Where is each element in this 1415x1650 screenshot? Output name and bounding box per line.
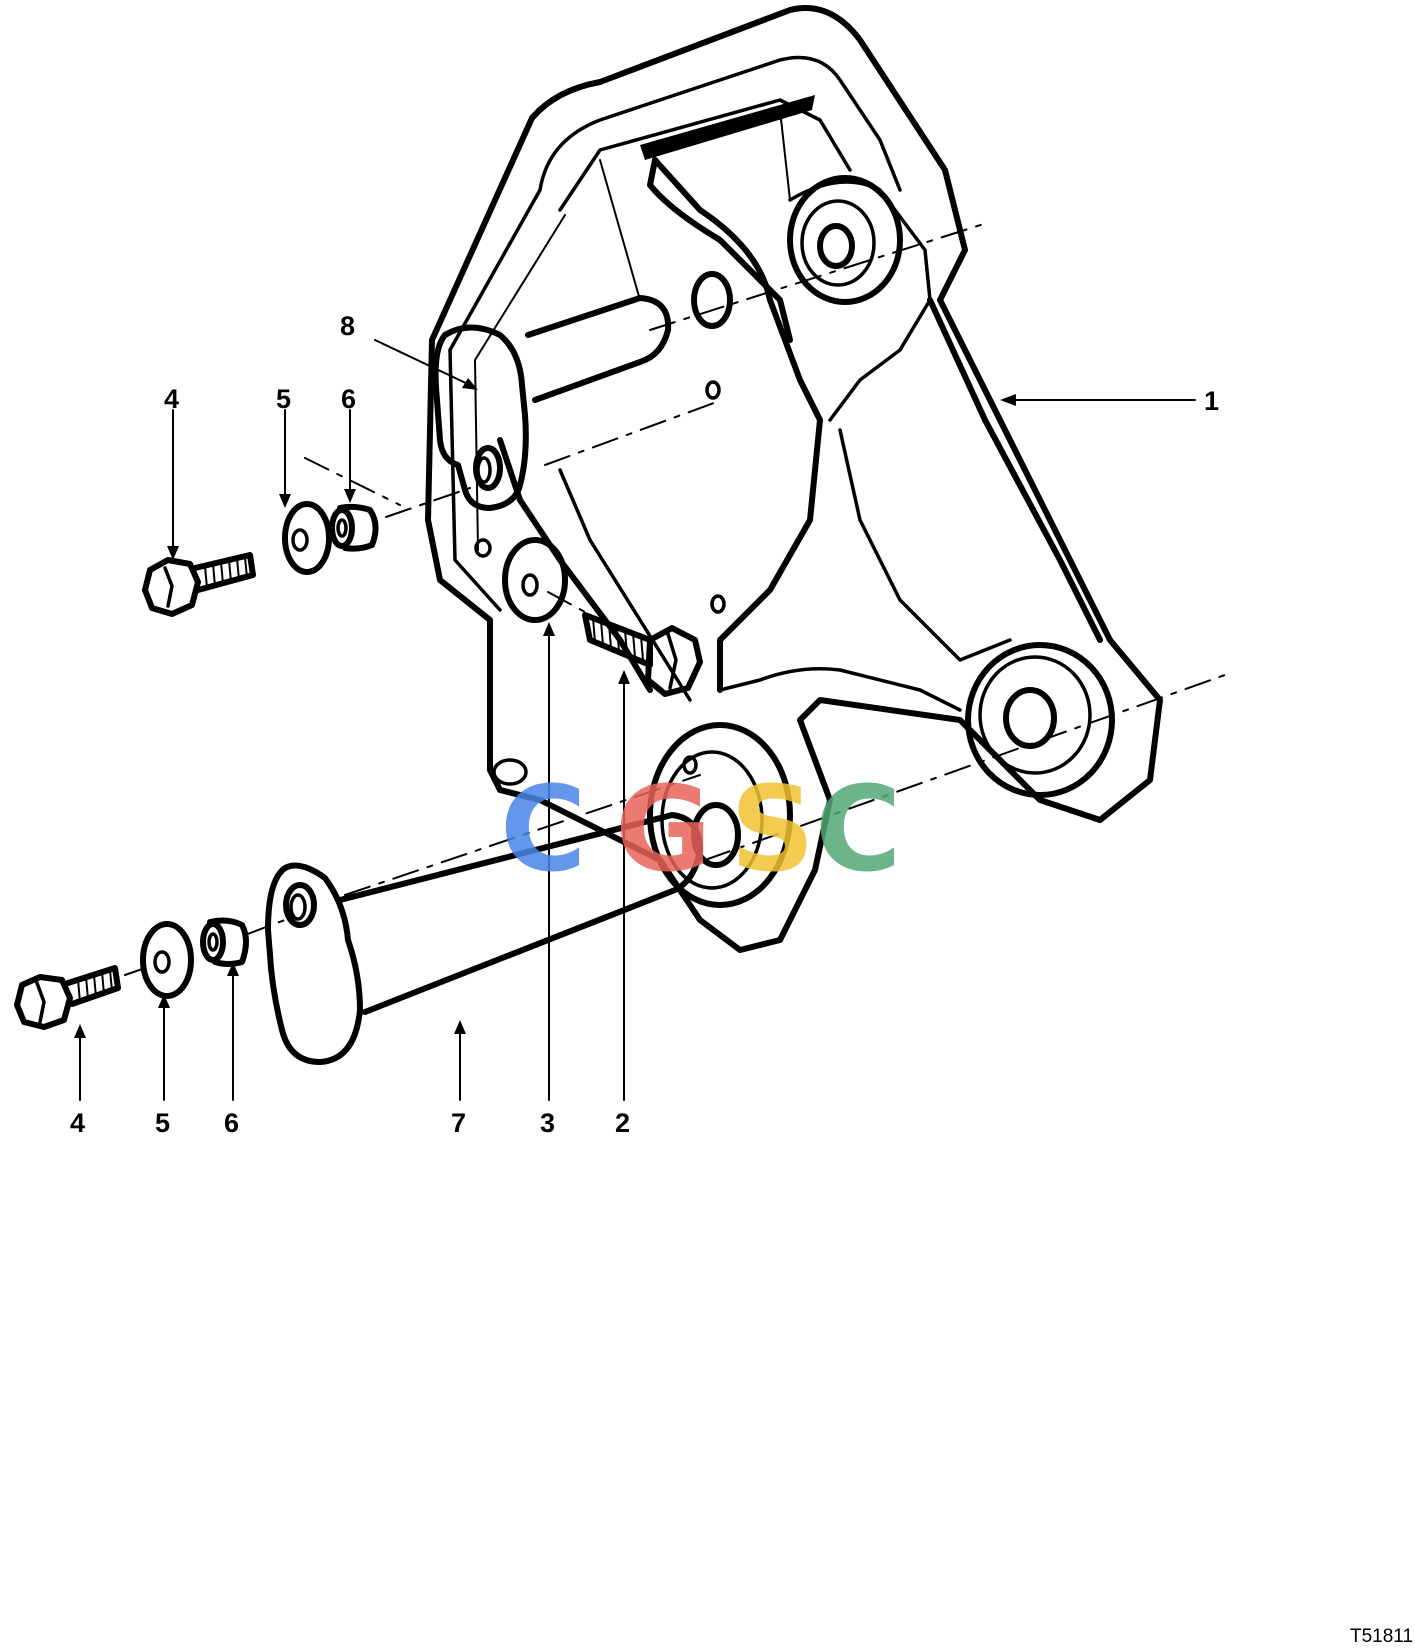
bolt-4-top-shank (192, 552, 256, 593)
bottom-hardware-set (14, 917, 249, 1030)
bolt-4-bottom-head (14, 974, 73, 1030)
callout-2: 2 (615, 1108, 630, 1138)
reference-code: T51811 (1350, 1626, 1413, 1647)
watermark-letter-1: C (500, 760, 587, 898)
bolt-4-top-head (142, 557, 201, 617)
callout-5-bottom: 5 (155, 1108, 170, 1138)
bracket-part-1 (425, 5, 1163, 953)
callout-8: 8 (340, 311, 355, 341)
spacer-6-bottom (207, 917, 249, 967)
callout-4-top: 4 (164, 384, 179, 414)
washer-5-top (282, 501, 332, 575)
top-hardware-set (142, 501, 703, 697)
callout-1: 1 (1204, 386, 1219, 416)
assembly-center-lines (124, 221, 1226, 976)
callout-6-bottom: 6 (224, 1108, 239, 1138)
pin-part-7 (265, 812, 703, 1065)
callout-3: 3 (540, 1108, 555, 1138)
watermark-letter-3: S (730, 760, 815, 898)
watermark-letter-4: C (815, 760, 902, 898)
callout-4-bottom: 4 (70, 1108, 85, 1138)
callout-6-top: 6 (341, 384, 356, 414)
watermark-logo: C G S C (500, 760, 902, 898)
callout-5-top: 5 (276, 384, 291, 414)
callout-7: 7 (451, 1108, 466, 1138)
washer-5-bottom (140, 921, 194, 999)
bolt-2-head (645, 625, 703, 697)
spacer-6-top (337, 503, 379, 552)
callout-labels: 1 2 3 4 5 6 4 5 6 7 8 (70, 311, 1219, 1138)
leader-lines (74, 339, 1196, 1101)
pin-part-8 (432, 295, 672, 511)
watermark-letter-2: G (615, 760, 712, 898)
washer-3 (502, 537, 568, 623)
